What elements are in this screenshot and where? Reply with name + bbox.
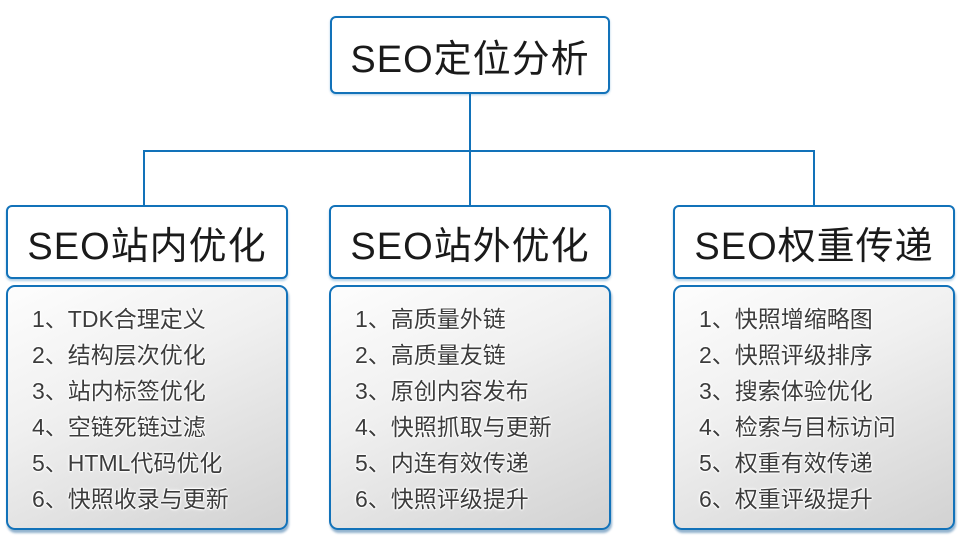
list-item: 1、高质量外链 (355, 306, 506, 332)
branch-header-label: SEO站外优化 (350, 225, 590, 268)
list-item: 2、结构层次优化 (32, 342, 206, 368)
root-node-label: SEO定位分析 (350, 38, 590, 81)
branch-header-offsite: SEO站外优化 (329, 205, 611, 279)
connector-rail-horizontal (143, 150, 815, 152)
branch-header-label: SEO权重传递 (694, 225, 934, 268)
list-item: 2、高质量友链 (355, 342, 506, 368)
list-item: 4、检索与目标访问 (699, 414, 896, 440)
branch-list-offsite: 1、高质量外链 2、高质量友链 3、原创内容发布 4、快照抓取与更新 5、内连有… (329, 285, 611, 530)
branch-header-weight: SEO权重传递 (673, 205, 955, 279)
connector-root-vertical (469, 94, 471, 205)
list-item: 6、快照评级提升 (355, 486, 529, 512)
list-item: 4、空链死链过滤 (32, 414, 206, 440)
list-item: 3、站内标签优化 (32, 378, 206, 404)
list-item: 3、搜索体验优化 (699, 378, 873, 404)
branch-list-onsite: 1、TDK合理定义 2、结构层次优化 3、站内标签优化 4、空链死链过滤 5、H… (6, 285, 288, 530)
list-item: 5、HTML代码优化 (32, 450, 223, 476)
list-item: 5、权重有效传递 (699, 450, 873, 476)
root-node: SEO定位分析 (330, 16, 610, 94)
list-item: 3、原创内容发布 (355, 378, 529, 404)
branch-header-onsite: SEO站内优化 (6, 205, 288, 279)
list-item: 6、快照收录与更新 (32, 486, 229, 512)
connector-drop-right (813, 150, 815, 205)
branch-header-label: SEO站内优化 (27, 225, 267, 268)
list-item: 2、快照评级排序 (699, 342, 873, 368)
list-item: 1、TDK合理定义 (32, 306, 206, 332)
list-item: 4、快照抓取与更新 (355, 414, 552, 440)
branch-list-weight: 1、快照增缩略图 2、快照评级排序 3、搜索体验优化 4、检索与目标访问 5、权… (673, 285, 955, 530)
list-item: 5、内连有效传递 (355, 450, 529, 476)
connector-drop-left (143, 150, 145, 205)
list-item: 6、权重评级提升 (699, 486, 873, 512)
list-item: 1、快照增缩略图 (699, 306, 873, 332)
